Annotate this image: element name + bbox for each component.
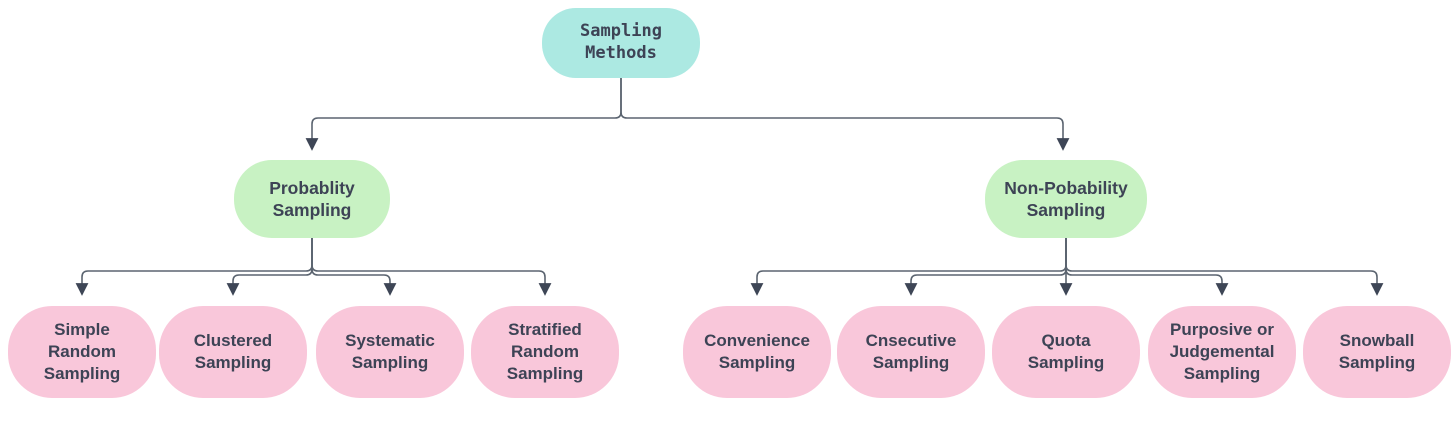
node-non-probability-sampling-label: Non-Pobability Sampling: [1004, 177, 1128, 220]
node-probability-sampling: Probablity Sampling: [234, 160, 390, 238]
node-convenience-sampling-label: Convenience Sampling: [704, 331, 810, 372]
node-probability-sampling-label: Probablity Sampling: [269, 177, 355, 220]
node-systematic-sampling-label: Systematic Sampling: [345, 331, 435, 372]
connector-probability-to-clustered: [226, 238, 313, 296]
connector-nonprobability-to-purposive: [1065, 238, 1229, 296]
connector-root-to-nonprobability: [620, 78, 1070, 151]
connector-probability-to-systematic: [311, 238, 397, 296]
connector-root-to-probability: [305, 78, 622, 151]
node-quota-sampling: Quota Sampling: [992, 306, 1140, 398]
node-sampling-methods-label: Sampling Methods: [580, 21, 662, 63]
node-snowball-sampling: Snowball Sampling: [1303, 306, 1451, 398]
node-consecutive-sampling-label: Cnsecutive Sampling: [865, 331, 957, 372]
node-simple-random-sampling: Simple Random Sampling: [8, 306, 156, 398]
node-purposive-judgemental-sampling-label: Purposive or Judgemental Sampling: [1169, 320, 1275, 383]
connector-probability-to-simple-random: [75, 238, 313, 296]
node-snowball-sampling-label: Snowball Sampling: [1338, 331, 1416, 372]
node-consecutive-sampling: Cnsecutive Sampling: [837, 306, 985, 398]
connector-nonprobability-to-convenience: [750, 238, 1067, 296]
node-simple-random-sampling-label: Simple Random Sampling: [43, 320, 121, 383]
connector-probability-to-stratified: [311, 238, 552, 296]
node-non-probability-sampling: Non-Pobability Sampling: [985, 160, 1147, 238]
connector-nonprobability-to-consecutive: [904, 238, 1067, 296]
node-clustered-sampling: Clustered Sampling: [159, 306, 307, 398]
connector-nonprobability-to-snowball: [1065, 238, 1384, 296]
node-systematic-sampling: Systematic Sampling: [316, 306, 464, 398]
node-clustered-sampling-label: Clustered Sampling: [193, 331, 273, 372]
node-sampling-methods: Sampling Methods: [542, 8, 700, 78]
node-convenience-sampling: Convenience Sampling: [683, 306, 831, 398]
node-stratified-random-sampling: Stratified Random Sampling: [471, 306, 619, 398]
node-stratified-random-sampling-label: Stratified Random Sampling: [506, 320, 584, 383]
node-purposive-judgemental-sampling: Purposive or Judgemental Sampling: [1148, 306, 1296, 398]
node-quota-sampling-label: Quota Sampling: [1027, 331, 1105, 372]
